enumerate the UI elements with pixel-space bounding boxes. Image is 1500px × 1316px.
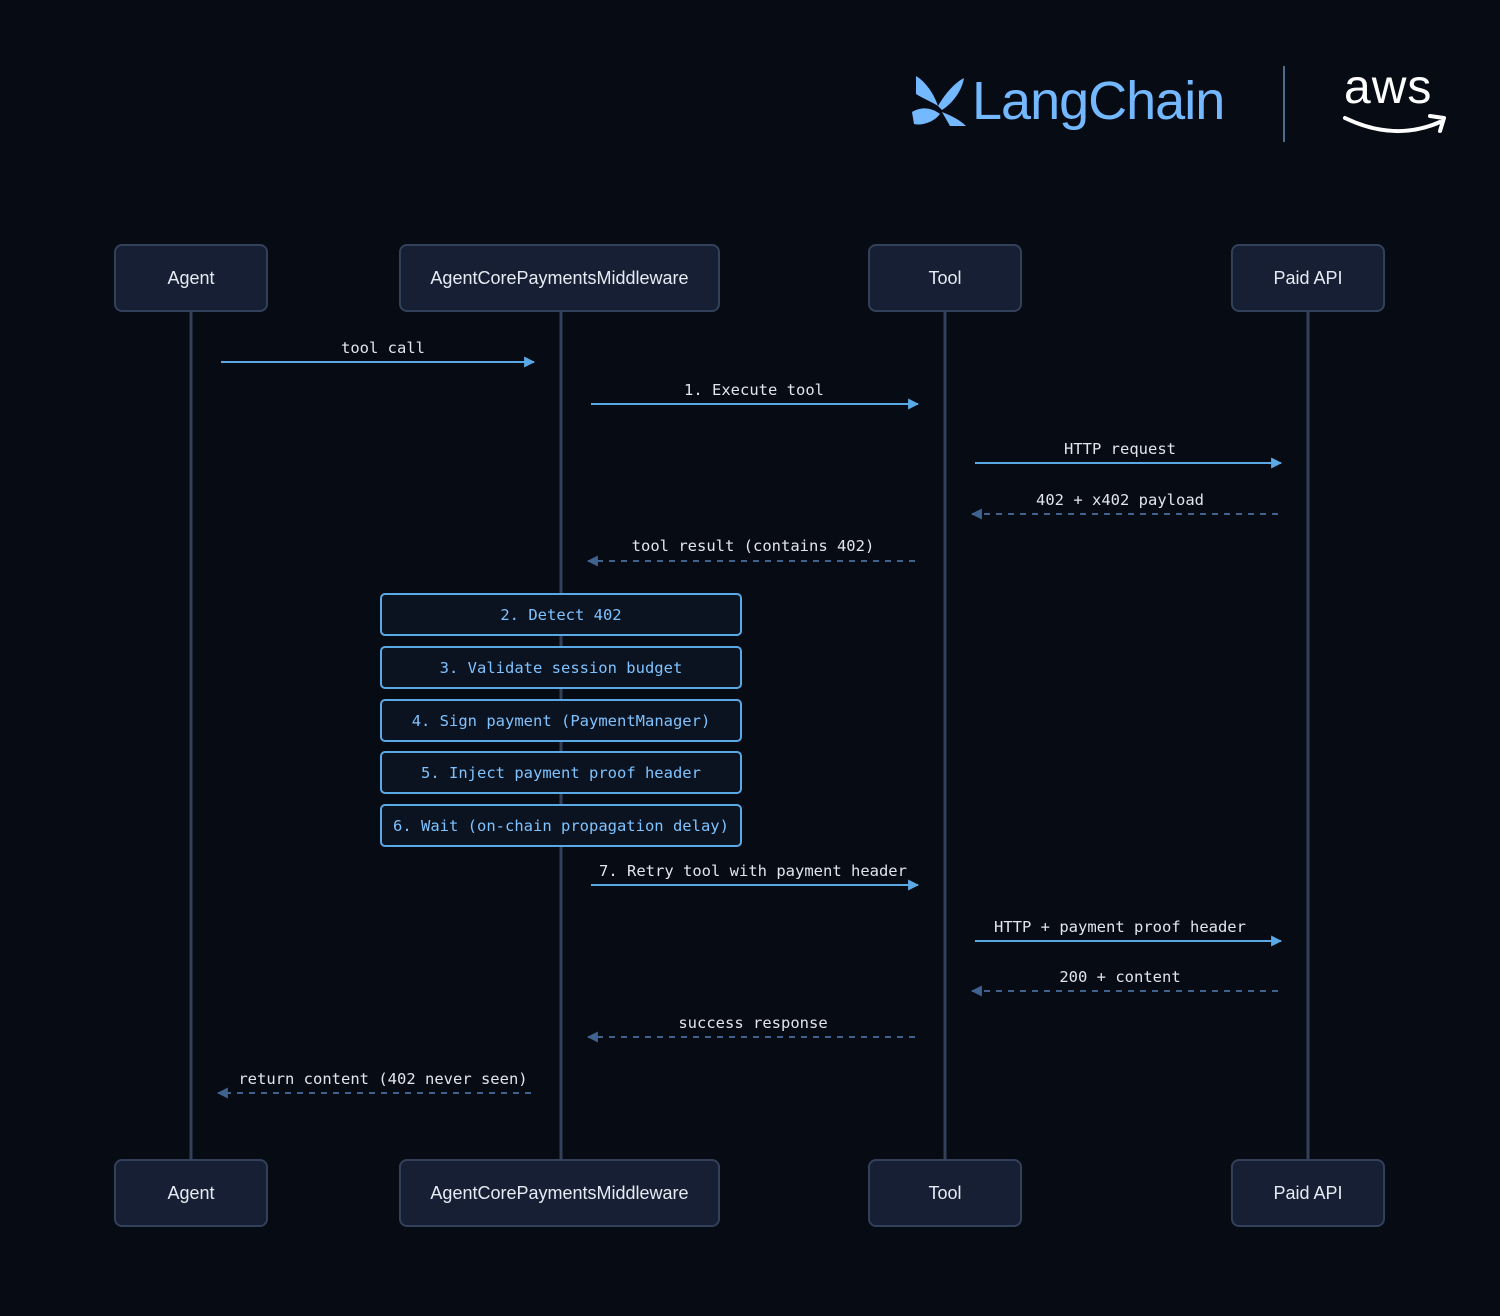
participant-middleware-top: AgentCorePaymentsMiddleware <box>399 244 720 312</box>
aws-logo-text: aws <box>1344 61 1433 114</box>
langchain-parrot-icon <box>912 76 966 126</box>
aws-smile-arrow-icon <box>1343 114 1446 134</box>
message-label-tool-call: tool call <box>341 339 425 357</box>
step-sign-payment: 4. Sign payment (PaymentManager) <box>380 699 742 742</box>
message-label-retry-tool: 7. Retry tool with payment header <box>599 862 907 880</box>
participant-tool-top: Tool <box>868 244 1022 312</box>
participant-paid-api-top: Paid API <box>1231 244 1385 312</box>
step-detect-402: 2. Detect 402 <box>380 593 742 636</box>
message-label-402-payload: 402 + x402 payload <box>1036 491 1204 509</box>
participant-agent-top: Agent <box>114 244 268 312</box>
step-validate-session-budget: 3. Validate session budget <box>380 646 742 689</box>
step-inject-payment-proof: 5. Inject payment proof header <box>380 751 742 794</box>
message-label-http-payment-proof: HTTP + payment proof header <box>994 918 1246 936</box>
message-label-execute-tool: 1. Execute tool <box>684 381 824 399</box>
participant-paid-api-bottom: Paid API <box>1231 1159 1385 1227</box>
message-label-success-response: success response <box>678 1014 828 1032</box>
message-label-return-content: return content (402 never seen) <box>238 1070 528 1088</box>
participant-middleware-bottom: AgentCorePaymentsMiddleware <box>399 1159 720 1227</box>
participant-agent-bottom: Agent <box>114 1159 268 1227</box>
participant-tool-bottom: Tool <box>868 1159 1022 1227</box>
message-label-200-content: 200 + content <box>1059 968 1181 986</box>
message-label-http-request: HTTP request <box>1064 440 1176 458</box>
langchain-logo-text: LangChain <box>972 71 1225 131</box>
message-label-tool-result: tool result (contains 402) <box>631 537 875 555</box>
step-wait-propagation: 6. Wait (on-chain propagation delay) <box>380 804 742 847</box>
